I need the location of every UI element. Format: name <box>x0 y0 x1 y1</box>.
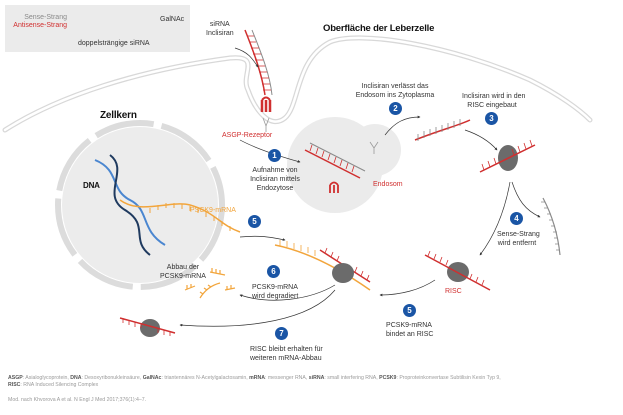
abbreviations-line-1: ASGP: Asialoglycoprotein, DNA: Desoxyrib… <box>8 375 501 381</box>
abbreviations-line-2: RISC: RNA Induced Silencing Complex <box>8 382 99 388</box>
step-7-badge: 7 <box>275 327 288 340</box>
active-risc <box>424 250 491 291</box>
legend-antisense-label: Antisense-Strang <box>13 22 67 29</box>
degraded-mrna-fragments <box>184 268 236 299</box>
arrow-step2 <box>384 115 421 136</box>
flow-arrows <box>179 47 541 327</box>
arrow-step7 <box>179 289 336 327</box>
pcsk9-mrna-label: PSCK9-mRNA <box>190 207 236 214</box>
risc-loading <box>479 139 536 173</box>
released-sirna <box>414 119 471 141</box>
arrow-step4 <box>511 181 541 218</box>
removed-sense-strand <box>541 197 561 256</box>
arrow-to-risc <box>479 181 511 256</box>
step-2-badge: 2 <box>389 102 402 115</box>
arrow-step3 <box>464 129 498 151</box>
citation: Mod. nach Khvorova A et al. N Engl J Med… <box>8 397 147 403</box>
endosome-label: Endosom <box>373 181 403 188</box>
legend-galnac-label: GalNAc <box>160 16 185 23</box>
liver-surface-title: Oberfläche der Leberzelle <box>323 23 435 34</box>
legend-sense-label: Sense-Strang <box>24 14 67 21</box>
step-5-badge: 5 <box>403 304 416 317</box>
nucleus-title: Zellkern <box>100 110 137 121</box>
arrow-step5-mrna <box>239 235 286 241</box>
arrow-step1 <box>239 139 301 163</box>
recycled-risc <box>119 317 176 337</box>
arrow-step5-bind <box>379 279 436 297</box>
incoming-sirna <box>244 29 273 132</box>
endosome <box>287 117 401 213</box>
step-6-badge: 6 <box>267 265 280 278</box>
step-1-badge: 1 <box>268 149 281 162</box>
legend-box <box>5 5 190 52</box>
asgp-receptor-label: ASGP-Rezeptor <box>222 132 273 139</box>
step-5-badge-mrna: 5 <box>248 215 261 228</box>
nucleus <box>55 120 225 290</box>
step-3-badge: 3 <box>485 112 498 125</box>
legend-sirna-label: doppelsträngige siRNA <box>78 40 150 47</box>
pcsk9-mrna-strand <box>119 199 241 233</box>
dna-label: DNA <box>83 181 100 190</box>
arrow-sirna-in <box>234 47 259 68</box>
risc-mrna-complex <box>274 240 371 291</box>
dna-helix <box>94 154 166 256</box>
risc-label: RISC <box>445 288 462 295</box>
arrow-step6 <box>239 284 336 301</box>
step-4-badge: 4 <box>510 212 523 225</box>
